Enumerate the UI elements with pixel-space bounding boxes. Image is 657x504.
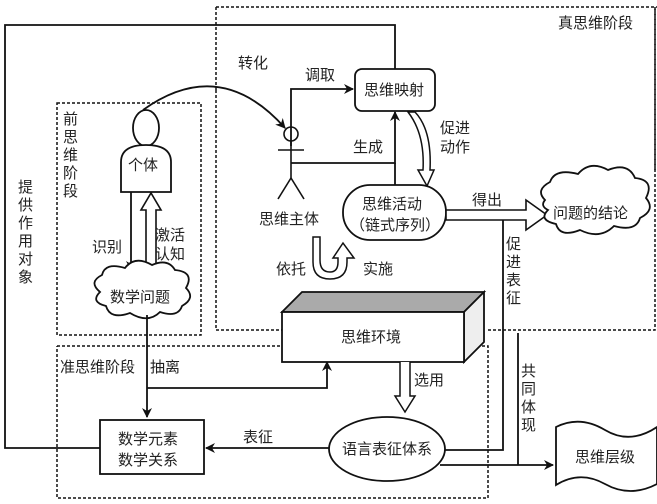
edge-generate: 生成 [291, 111, 400, 185]
region-quasi-thinking: 准思维阶段 [56, 345, 489, 499]
svg-text:数学元素: 数学元素 [118, 430, 178, 448]
edge-abstract: 抽离 [142, 315, 332, 418]
node-individual-label: 个体 [128, 156, 158, 174]
svg-text:象: 象 [18, 268, 33, 286]
edge-recognize: 识别 [92, 192, 136, 271]
node-thinking-level: 思维层级 [555, 420, 657, 492]
region-quasi-thinking-label: 准思维阶段 [60, 358, 135, 376]
svg-text:征: 征 [506, 289, 521, 307]
edge-derive-label: 得出 [472, 191, 502, 209]
svg-text:数学关系: 数学关系 [118, 451, 178, 469]
svg-text:认知: 认知 [155, 245, 185, 263]
svg-text:阶: 阶 [63, 164, 78, 182]
edge-activate-cognition: 激活 认知 [139, 191, 185, 272]
svg-text:表: 表 [506, 271, 521, 289]
edge-select: 选用 [393, 362, 444, 414]
node-language-system: 语言表征体系 [328, 416, 446, 482]
edge-provide-object-label: 提 供 作 用 对 象 [18, 178, 33, 286]
node-math-problem-label: 数学问题 [110, 288, 170, 306]
svg-text:维: 维 [63, 146, 78, 164]
edge-represent-label: 表征 [243, 428, 273, 446]
node-individual: 个体 [120, 109, 172, 193]
svg-text:思维活动: 思维活动 [362, 195, 422, 213]
edge-transform-label: 转化 [238, 54, 268, 72]
node-math-elements: 数学元素 数学关系 [99, 419, 205, 475]
svg-text:促: 促 [506, 235, 521, 253]
edge-retrieve: 调取 [290, 66, 354, 146]
edge-promote-action: 促进 动作 [406, 111, 470, 188]
svg-text:段: 段 [63, 182, 78, 200]
edge-rely-implement: 依托 实施 [276, 236, 393, 280]
node-conclusion: 问题的结论 [540, 164, 651, 236]
svg-text:作: 作 [18, 214, 33, 232]
svg-text:共: 共 [521, 362, 536, 380]
edge-abstract-label: 抽离 [150, 358, 180, 376]
svg-text:（链式序列）: （链式序列） [350, 216, 440, 234]
svg-text:体: 体 [521, 398, 536, 416]
node-thinking-mapping-label: 思维映射 [364, 81, 424, 99]
edge-implement-label: 实施 [363, 260, 393, 278]
edge-recognize-label: 识别 [92, 238, 122, 256]
svg-text:同: 同 [521, 380, 536, 398]
node-thinking-subject-label: 思维主体 [259, 210, 319, 228]
edge-select-label: 选用 [414, 371, 444, 389]
edge-generate-label: 生成 [353, 138, 383, 156]
edge-retrieve-label: 调取 [305, 66, 335, 84]
node-thinking-level-label: 思维层级 [575, 448, 635, 466]
svg-text:提: 提 [18, 178, 33, 196]
svg-text:供: 供 [18, 196, 33, 214]
svg-text:思: 思 [63, 128, 78, 146]
node-conclusion-label: 问题的结论 [553, 204, 628, 222]
edge-provide-object: 提 供 作 用 对 象 [4, 24, 400, 449]
edge-derive: 得出 [445, 191, 549, 232]
region-pre-thinking-label: 前 思 维 阶 段 [63, 110, 78, 200]
svg-text:对: 对 [18, 250, 33, 268]
region-true-thinking: 真思维阶段 [215, 6, 657, 331]
node-thinking-environment-label: 思维环境 [341, 328, 401, 346]
svg-text:促进: 促进 [440, 119, 470, 137]
svg-text:激活: 激活 [155, 226, 185, 244]
region-true-thinking-label: 真思维阶段 [558, 14, 633, 32]
svg-text:前: 前 [63, 110, 78, 128]
svg-text:现: 现 [521, 416, 536, 434]
edge-promote-representation: 促 进 表 征 [440, 220, 521, 451]
edge-rely-label: 依托 [276, 260, 306, 278]
node-math-problem: 数学问题 [93, 259, 192, 320]
node-thinking-activity: 思维活动 （链式序列） [342, 184, 447, 241]
node-thinking-mapping: 思维映射 [354, 68, 436, 112]
edge-represent: 表征 [205, 428, 330, 453]
svg-text:动作: 动作 [440, 138, 470, 156]
node-thinking-subject: 思维主体 [259, 126, 319, 228]
edge-jointly-embody: 共 同 体 现 [440, 333, 554, 470]
edge-transform: 转化 [142, 54, 286, 129]
node-language-system-label: 语言表征体系 [342, 440, 432, 458]
svg-text:用: 用 [18, 232, 33, 250]
region-pre-thinking: 前 思 维 阶 段 [56, 102, 202, 336]
svg-text:进: 进 [506, 253, 521, 271]
node-thinking-environment: 思维环境 [279, 289, 487, 365]
